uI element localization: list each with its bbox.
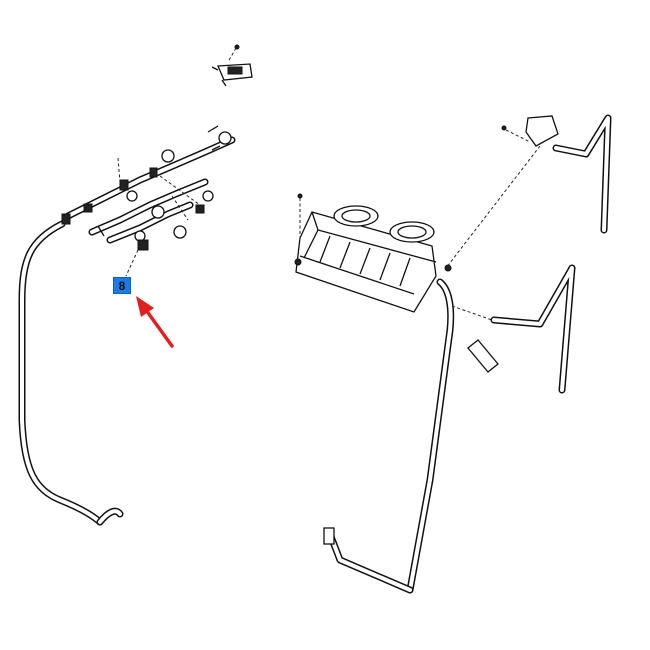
hvac-housing: [294, 193, 452, 313]
right-hose: [451, 264, 576, 394]
pointer-arrow: [136, 296, 174, 348]
short-hose-piece: [467, 339, 499, 373]
center-hose: [323, 278, 455, 594]
top-bracket: [211, 44, 253, 87]
callout-8: 8: [113, 277, 131, 294]
left-long-hose: [18, 220, 124, 526]
right-bracket-hose: [445, 114, 612, 269]
fitting-cluster: [61, 125, 236, 277]
